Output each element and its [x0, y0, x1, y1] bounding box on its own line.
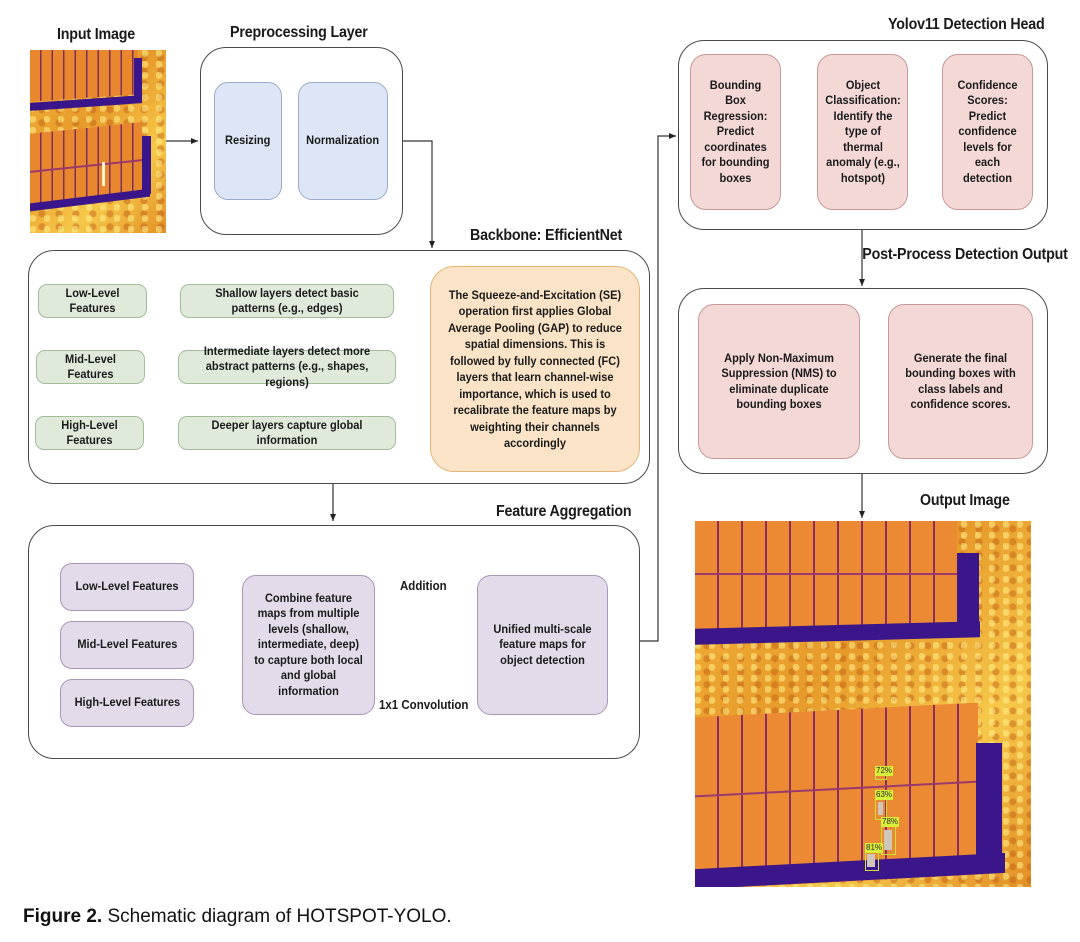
se-block-text: The Squeeze-and-Excitation (SE) operatio… — [448, 287, 622, 451]
figure-caption-label: Figure 2. — [23, 906, 103, 927]
postprocess-generate: Generate the final bounding boxes with c… — [888, 304, 1033, 459]
agg-unified-label: Unified multi-scale feature maps for obj… — [493, 621, 592, 667]
output-thermal-image: 72% 63% 78% 81% — [695, 521, 1031, 887]
backbone-mid-level: Mid-Level Features — [36, 350, 145, 384]
postprocess-nms: Apply Non-Maximum Suppression (NMS) to e… — [698, 304, 860, 459]
agg-low-level: Low-Level Features — [60, 563, 194, 611]
postprocess-title: Post-Process Detection Output — [862, 246, 1068, 263]
convolution-label: 1x1 Convolution — [379, 698, 469, 712]
head-bbox-regression: Bounding Box Regression: Predict coordin… — [690, 54, 781, 210]
backbone-deeper-label: Deeper layers capture global information — [211, 417, 363, 448]
input-image-title: Input Image — [57, 26, 135, 43]
head-confidence-scores: Confidence Scores: Predict confidence le… — [942, 54, 1033, 210]
aggregation-title: Feature Aggregation — [496, 503, 632, 520]
step-resizing-label: Resizing — [225, 133, 271, 148]
figure-caption-text: Schematic diagram of HOTSPOT-YOLO. — [102, 906, 452, 927]
se-block: The Squeeze-and-Excitation (SE) operatio… — [430, 266, 640, 472]
agg-low-level-label: Low-Level Features — [75, 579, 179, 594]
backbone-low-level-label: Low-Level Features — [65, 285, 120, 316]
arrow-preprocessing-to-backbone — [403, 140, 435, 248]
step-resizing: Resizing — [214, 82, 282, 200]
detection-head-title: Yolov11 Detection Head — [888, 16, 1045, 33]
preprocessing-title: Preprocessing Layer — [230, 24, 368, 41]
step-normalization-label: Normalization — [306, 133, 380, 148]
agg-combine-label: Combine feature maps from multiple level… — [254, 590, 363, 698]
head-object-classification: Object Classification: Identify the type… — [817, 54, 908, 210]
agg-unified: Unified multi-scale feature maps for obj… — [477, 575, 608, 715]
agg-high-level-label: High-Level Features — [74, 695, 180, 710]
head-bbox-regression-label: Bounding Box Regression: Predict coordin… — [701, 77, 770, 185]
preprocessing-group: Resizing Normalization — [200, 47, 403, 235]
head-object-classification-label: Object Classification: Identify the type… — [824, 77, 901, 185]
postprocess-nms-label: Apply Non-Maximum Suppression (NMS) to e… — [721, 350, 837, 412]
backbone-low-level: Low-Level Features — [38, 284, 147, 318]
panel-shadow — [142, 136, 151, 194]
postprocess-generate-label: Generate the final bounding boxes with c… — [905, 350, 1016, 412]
step-normalization: Normalization — [298, 82, 388, 200]
input-thermal-image — [30, 50, 166, 233]
panel-divider — [695, 573, 957, 575]
agg-mid-level-label: Mid-Level Features — [76, 637, 177, 652]
panel-shadow — [957, 553, 979, 633]
solar-panel-row — [30, 50, 138, 102]
detection-label: 63% — [875, 790, 894, 800]
backbone-title: Backbone: EfficientNet — [470, 227, 623, 244]
backbone-high-level-label: High-Level Features — [61, 417, 118, 448]
backbone-shallow-label: Shallow layers detect basic patterns (e.… — [215, 285, 359, 316]
head-confidence-scores-label: Confidence Scores: Predict confidence le… — [957, 77, 1018, 185]
agg-mid-level: Mid-Level Features — [60, 621, 194, 669]
detection-label: 78% — [881, 817, 900, 827]
backbone-deeper: Deeper layers capture global information — [178, 416, 396, 450]
detection-label: 81% — [865, 843, 884, 853]
panel-shadow — [134, 58, 142, 102]
backbone-mid-level-label: Mid-Level Features — [65, 351, 116, 382]
panel-shadow — [976, 743, 1002, 873]
agg-high-level: High-Level Features — [60, 679, 194, 727]
figure-caption: Figure 2. Schematic diagram of HOTSPOT-Y… — [23, 906, 452, 928]
backbone-high-level: High-Level Features — [35, 416, 144, 450]
agg-combine: Combine feature maps from multiple level… — [242, 575, 375, 715]
hotspot-mark — [102, 162, 105, 186]
output-image-title: Output Image — [920, 492, 1010, 509]
detection-label: 72% — [875, 766, 894, 776]
backbone-intermediate-label: Intermediate layers detect more abstract… — [203, 343, 371, 389]
backbone-intermediate: Intermediate layers detect more abstract… — [178, 344, 396, 389]
backbone-shallow: Shallow layers detect basic patterns (e.… — [180, 284, 394, 318]
addition-label: Addition — [400, 579, 447, 593]
solar-panel-row — [695, 521, 957, 629]
